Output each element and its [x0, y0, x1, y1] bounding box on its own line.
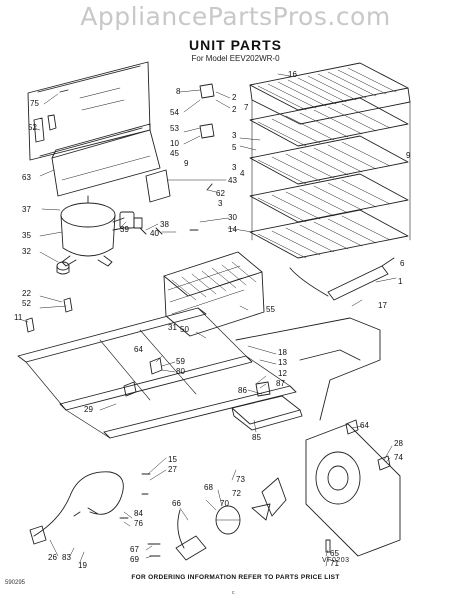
callout-73: 73 — [236, 475, 245, 484]
callout-71: 71 — [330, 559, 339, 568]
callout-67: 67 — [130, 545, 139, 554]
page-mark: c — [232, 590, 235, 596]
watermark-text: AppliancePartsPros.com — [80, 2, 391, 31]
callout-87: 87 — [276, 379, 285, 388]
callout-62: 62 — [216, 189, 225, 198]
callout-84: 84 — [134, 509, 143, 518]
callout-66: 66 — [172, 499, 181, 508]
callout-69: 69 — [130, 555, 139, 564]
callout-labels: 75 52 63 37 35 32 22 52 11 8 54 53 10 45… — [14, 70, 411, 570]
drawing-reference-code: VF0203 — [322, 557, 350, 564]
callout-53: 53 — [170, 124, 179, 133]
power-cord — [29, 471, 124, 545]
callout-15: 15 — [168, 455, 177, 464]
callout-45: 45 — [170, 149, 179, 158]
small-hardware — [25, 83, 391, 557]
fan-motor-assembly — [175, 477, 287, 561]
callout-74: 74 — [394, 453, 403, 462]
callout-68: 68 — [204, 483, 213, 492]
callout-63: 63 — [22, 173, 31, 182]
fan-motor-bracket — [305, 423, 401, 557]
callout-1: 1 — [398, 277, 403, 286]
callout-64-left: 64 — [134, 345, 143, 354]
callout-52: 52 — [28, 123, 37, 132]
callout-52-lower: 52 — [22, 299, 31, 308]
evaporator-coil — [249, 62, 411, 259]
callout-4: 4 — [240, 169, 245, 178]
callout-83: 83 — [62, 553, 71, 562]
callout-leader-lines — [21, 73, 397, 567]
callout-39: 39 — [120, 225, 129, 234]
rear-cover-panel — [27, 61, 151, 161]
callout-14: 14 — [228, 225, 237, 234]
callout-31: 31 — [168, 323, 177, 332]
callout-38: 38 — [160, 220, 169, 229]
refrigerant-tubing — [235, 317, 381, 421]
callout-37: 37 — [22, 205, 31, 214]
callout-3-a: 3 — [232, 131, 237, 140]
callout-2-upper: 2 — [232, 93, 237, 102]
grommet — [56, 261, 70, 275]
drain-pan — [231, 395, 303, 431]
callout-43: 43 — [228, 176, 237, 185]
callout-7: 7 — [244, 103, 249, 112]
callout-27: 27 — [168, 465, 177, 474]
callout-9-right: 9 — [406, 151, 411, 160]
relay-overload — [119, 211, 143, 229]
callout-80: 80 — [176, 367, 185, 376]
callout-76: 76 — [134, 519, 143, 528]
callout-65: 65 — [330, 549, 339, 558]
compressor — [60, 195, 125, 267]
condenser-coil — [163, 251, 265, 337]
callout-5: 5 — [232, 143, 237, 152]
callout-18: 18 — [278, 348, 287, 357]
filter-drier — [289, 257, 395, 301]
callout-9: 9 — [184, 159, 189, 168]
callout-35: 35 — [22, 231, 31, 240]
callout-64-right: 64 — [360, 421, 369, 430]
callout-26: 26 — [48, 553, 57, 562]
callout-29: 29 — [84, 405, 93, 414]
callout-85: 85 — [252, 433, 261, 442]
callout-13: 13 — [278, 358, 287, 367]
model-subtitle: For Model EEV202WR-0 — [191, 54, 280, 63]
callout-75: 75 — [30, 99, 39, 108]
callout-6: 6 — [400, 259, 405, 268]
callout-86: 86 — [238, 386, 247, 395]
callout-11: 11 — [14, 313, 23, 322]
callout-70: 70 — [220, 499, 229, 508]
callout-16: 16 — [288, 70, 297, 79]
base-frame — [17, 307, 297, 439]
callout-32: 32 — [22, 247, 31, 256]
callout-3-c: 3 — [218, 199, 223, 208]
corner-code: 590295 — [5, 580, 26, 586]
callout-8: 8 — [176, 87, 181, 96]
ordering-footer-note: FOR ORDERING INFORMATION REFER TO PARTS … — [131, 574, 340, 581]
callout-55: 55 — [266, 305, 275, 314]
callout-50: 50 — [180, 325, 189, 334]
callout-72: 72 — [232, 489, 241, 498]
callout-54: 54 — [170, 108, 179, 117]
callout-12: 12 — [278, 369, 287, 378]
callout-10: 10 — [170, 139, 179, 148]
callout-22: 22 — [22, 289, 31, 298]
callout-28: 28 — [394, 439, 403, 448]
callout-40: 40 — [150, 229, 159, 238]
diagram-title: UNIT PARTS — [189, 37, 282, 53]
callout-3-b: 3 — [232, 163, 237, 172]
callout-59: 59 — [176, 357, 185, 366]
callout-17: 17 — [378, 301, 387, 310]
insulation-block — [51, 123, 161, 197]
callout-2-lower: 2 — [232, 105, 237, 114]
callout-30: 30 — [228, 213, 237, 222]
callout-19: 19 — [78, 561, 87, 570]
